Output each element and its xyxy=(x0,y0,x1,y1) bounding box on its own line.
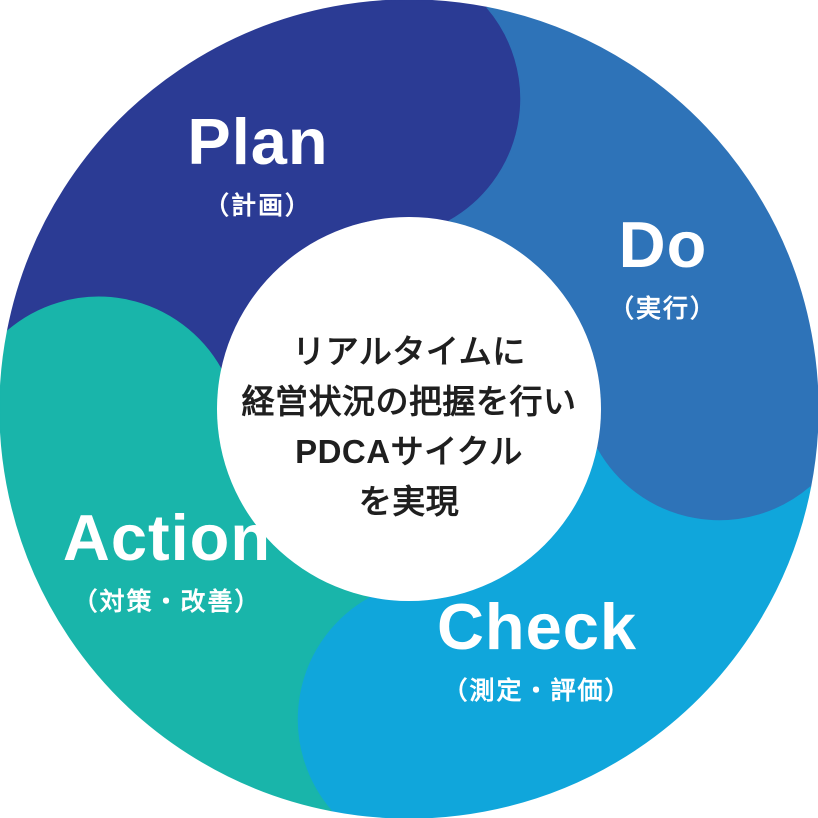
center-message: リアルタイムに 経営状況の把握を行い PDCAサイクル を実現 xyxy=(242,327,577,527)
do-label: Do xyxy=(618,207,708,281)
do-label-group: Do （実行） xyxy=(608,207,718,325)
plan-label-group: Plan （計画） xyxy=(187,104,329,222)
plan-sublabel: （計画） xyxy=(203,192,312,221)
action-label-group: Action （対策・改善） xyxy=(62,500,272,618)
center-circle xyxy=(217,217,601,601)
action-label: Action xyxy=(62,500,272,574)
center-message-line: PDCAサイクル xyxy=(295,433,523,470)
action-sublabel: （対策・改善） xyxy=(72,588,262,617)
check-sublabel: （測定・評価） xyxy=(442,677,632,706)
segment-action xyxy=(0,296,370,812)
check-label: Check xyxy=(436,589,638,663)
center-message-line: リアルタイムに xyxy=(292,333,526,370)
center-message-line: 経営状況の把握を行い xyxy=(241,383,577,420)
plan-label: Plan xyxy=(187,104,329,178)
do-sublabel: （実行） xyxy=(608,295,718,324)
check-label-group: Check （測定・評価） xyxy=(436,589,638,707)
center-message-line: を実現 xyxy=(358,483,460,520)
